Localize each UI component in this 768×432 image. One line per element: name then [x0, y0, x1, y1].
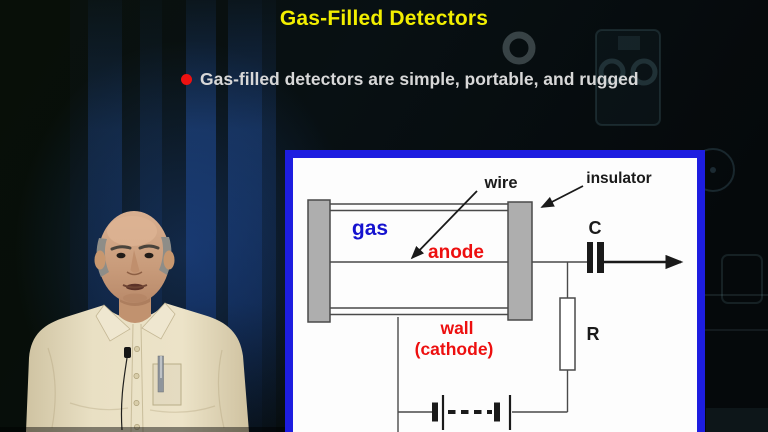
shirt-buttons	[133, 346, 140, 430]
presenter	[26, 211, 249, 432]
detector-diagram-box: wire insulator gas anode wall (cathode) …	[285, 150, 705, 432]
eye-left	[116, 252, 126, 259]
detector-schematic: wire insulator gas anode wall (cathode) …	[307, 170, 684, 432]
collar-right	[141, 302, 176, 340]
mic-cable	[120, 357, 128, 431]
resistor-symbol	[559, 297, 576, 371]
curtain-light-streaks	[88, 0, 276, 432]
chest-pocket	[152, 363, 182, 406]
end-cap-right-insulator	[507, 201, 533, 321]
wire-pointer-arrow	[410, 190, 478, 260]
cathode-label: (cathode)	[415, 339, 494, 359]
resistor-label: R	[587, 324, 600, 344]
battery-symbol	[432, 395, 512, 430]
presenter-head	[94, 211, 175, 303]
tube-walls	[329, 203, 509, 316]
slide-title: Gas-Filled Detectors	[279, 7, 489, 30]
eyebrows	[110, 244, 160, 251]
shirt-wrinkles	[47, 347, 225, 429]
bullet-row: Gas-filled detectors are simple, portabl…	[181, 69, 639, 90]
mouth-line	[122, 284, 148, 289]
nostril-line	[126, 271, 143, 276]
wire-label: wire	[483, 174, 517, 192]
capacitor-label: C	[589, 218, 602, 238]
gas-label: gas	[352, 217, 388, 240]
floor-strip	[0, 427, 286, 432]
eye-right	[144, 252, 154, 259]
chin-shadow	[123, 293, 147, 303]
forehead-highlight	[107, 216, 157, 246]
anode-label: anode	[428, 242, 484, 263]
bullet-dot	[181, 74, 192, 85]
bullet-text: Gas-filled detectors are simple, portabl…	[200, 69, 639, 89]
insulator-label: insulator	[586, 170, 651, 187]
end-cap-left	[307, 199, 331, 323]
lapel-microphone	[124, 347, 131, 358]
ear-right	[163, 250, 175, 270]
nose	[130, 250, 140, 273]
collar-left	[95, 304, 131, 342]
presenter-shirt	[26, 303, 249, 432]
wall-label: wall	[439, 318, 473, 338]
pocket-pen	[157, 355, 164, 393]
circuit-wires	[397, 262, 569, 432]
shirt-placket	[130, 323, 144, 432]
insulator-pointer-arrow	[540, 185, 584, 208]
capacitor-symbol	[587, 242, 604, 273]
ear-left	[94, 250, 106, 270]
